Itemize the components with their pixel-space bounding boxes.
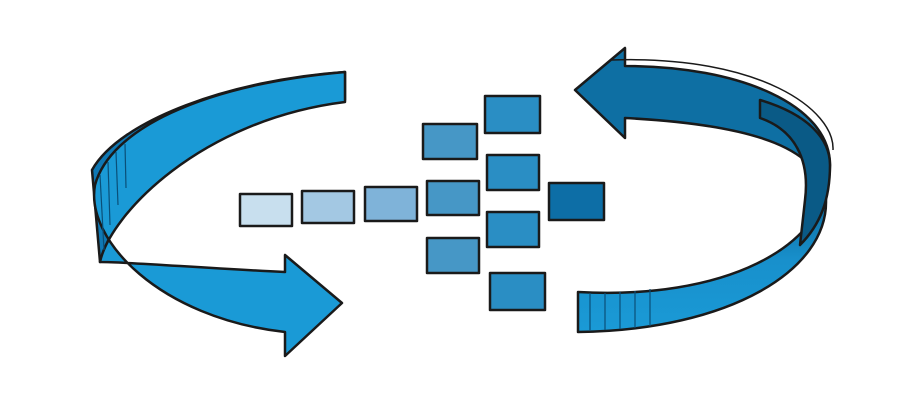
- right-curved-arrow-icon: [573, 46, 834, 334]
- data-block: [425, 236, 481, 275]
- data-block: [485, 153, 541, 192]
- data-block: [421, 122, 479, 161]
- data-block: [363, 185, 419, 223]
- data-block: [483, 94, 542, 135]
- data-block: [488, 271, 547, 312]
- data-block: [485, 210, 541, 249]
- left-curved-arrow-icon: [90, 70, 347, 358]
- data-block: [238, 192, 294, 228]
- data-blocks: [238, 94, 606, 312]
- data-block: [300, 189, 356, 225]
- data-block: [425, 179, 481, 217]
- data-block: [547, 181, 606, 222]
